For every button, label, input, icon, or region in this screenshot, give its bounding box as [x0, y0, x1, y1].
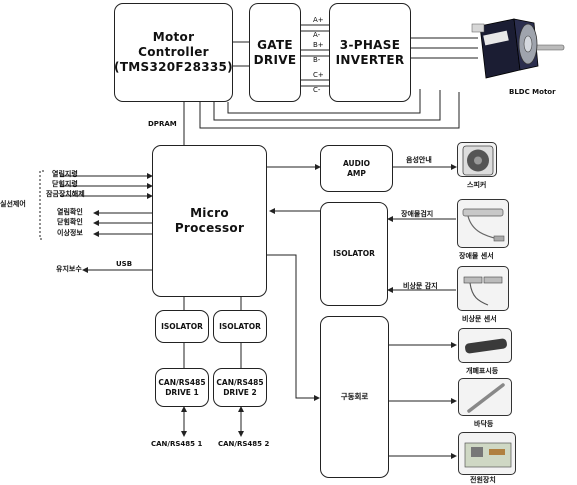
obstacle-sensor-label: 장애물 센서 — [459, 252, 494, 261]
gate-drive-label: GATE DRIVE — [254, 38, 297, 68]
audio-amp-label: AUDIO AMP — [343, 159, 370, 179]
floor-light-icon — [459, 379, 512, 416]
door-indicator-image — [458, 328, 512, 363]
micro-processor-label: Micro Processor — [175, 206, 244, 236]
speaker-image — [457, 142, 497, 177]
inverter-block: 3-PHASE INVERTER — [329, 3, 411, 102]
door-indicator-label: 개폐표시등 — [466, 367, 498, 376]
power-unit-icon — [459, 433, 516, 475]
motor-controller-block: Motor Controller (TMS320F28335) — [114, 3, 233, 102]
output-close-confirm: 닫힘확인 — [57, 218, 83, 227]
can-drive-2-block: CAN/RS485 DRIVE 2 — [213, 368, 267, 407]
can-drive-2-label: CAN/RS485 DRIVE 2 — [216, 378, 263, 398]
gate-drive-block: GATE DRIVE — [249, 3, 301, 102]
signal-b-plus: B+ — [313, 42, 324, 49]
isolator-right-label: ISOLATOR — [333, 249, 375, 259]
usb-label: USB — [116, 260, 132, 269]
obstacle-sensor-icon — [458, 200, 509, 248]
signal-a-minus: A- — [313, 32, 320, 39]
output-fault-info: 이상정보 — [57, 229, 83, 238]
isolator-2-block: ISOLATOR — [213, 310, 267, 343]
isolator-2-label: ISOLATOR — [219, 322, 261, 332]
isolator-1-block: ISOLATOR — [155, 310, 209, 343]
signal-c-plus: C+ — [313, 72, 324, 79]
bldc-motor-image — [470, 14, 574, 84]
signal-a-plus: A+ — [313, 17, 324, 24]
can-rs485-2-label: CAN/RS485 2 — [218, 440, 269, 449]
bldc-motor-label: BLDC Motor — [509, 88, 556, 97]
motor-controller-label: Motor Controller (TMS320F28335) — [114, 30, 233, 75]
obstacle-detect-label: 장애물검지 — [401, 210, 433, 219]
remote-control-label: 실선제어 — [0, 200, 26, 209]
power-unit-label: 전원장치 — [470, 476, 496, 485]
signal-c-minus: C- — [313, 87, 320, 94]
drive-circuit-block: 구동회로 — [320, 316, 389, 478]
isolator-1-label: ISOLATOR — [161, 322, 203, 332]
input-close-command: 닫힘지령 — [52, 180, 78, 189]
can-drive-1-label: CAN/RS485 DRIVE 1 — [158, 378, 205, 398]
dpram-label: DPRAM — [148, 120, 177, 129]
power-unit-image — [458, 432, 516, 475]
isolator-right-block: ISOLATOR — [320, 202, 388, 306]
input-lock-release: 잠금장치해제 — [46, 190, 85, 199]
output-open-confirm: 열림확인 — [57, 208, 83, 217]
speaker-label: 스피커 — [467, 181, 486, 190]
can-drive-1-block: CAN/RS485 DRIVE 1 — [155, 368, 209, 407]
emergency-sensor-icon — [458, 267, 509, 311]
speaker-icon — [458, 143, 497, 177]
inverter-label: 3-PHASE INVERTER — [336, 38, 405, 68]
audio-amp-block: AUDIO AMP — [320, 145, 393, 192]
obstacle-sensor-image — [457, 199, 509, 248]
emergency-sensor-label: 비상문 센서 — [462, 315, 497, 324]
input-open-command: 열림지령 — [52, 170, 78, 179]
drive-circuit-label: 구동회로 — [341, 392, 369, 402]
emergency-detect-label: 비상문 감지 — [403, 282, 438, 291]
door-indicator-icon — [459, 329, 512, 363]
micro-processor-block: Micro Processor — [152, 145, 267, 297]
voice-guide-label: 음성안내 — [406, 156, 432, 165]
floor-light-label: 바닥등 — [474, 420, 493, 429]
maintenance-label: 유지보수 — [56, 265, 82, 274]
can-rs485-1-label: CAN/RS485 1 — [151, 440, 202, 449]
floor-light-image — [458, 378, 512, 416]
emergency-sensor-image — [457, 266, 509, 311]
signal-b-minus: B- — [313, 57, 320, 64]
